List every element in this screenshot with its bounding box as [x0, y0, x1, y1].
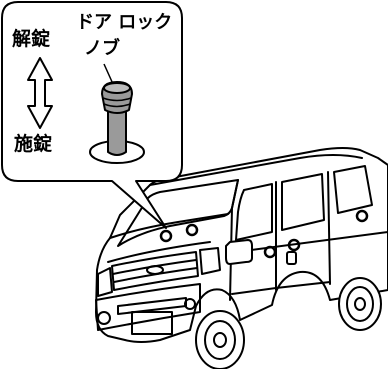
lock-marker-rear-door [355, 209, 369, 223]
knob-shaft [107, 105, 127, 156]
lock-direction-arrow [27, 57, 53, 129]
left-fog-lamp [97, 311, 111, 325]
hood-lower-line [107, 241, 211, 263]
lock-label: 施錠 [14, 133, 53, 155]
side-mirror [225, 239, 253, 265]
left-headlight [97, 267, 113, 297]
front-door-window [235, 183, 273, 241]
callout-bubble [1, 1, 183, 229]
hood-line [109, 213, 229, 239]
knob-rib-1 [102, 97, 132, 102]
unlock-label: 解錠 [12, 28, 51, 50]
rear-wheel-rim [346, 286, 374, 322]
right-headlight [199, 247, 221, 275]
van-roof-line [149, 154, 363, 186]
windshield [117, 179, 239, 247]
rocker-line [231, 281, 331, 295]
lock-marker-front-door [263, 245, 277, 259]
lock-knob-markers [159, 209, 369, 259]
side-trim-line [235, 231, 388, 253]
slide-door-seam [327, 171, 331, 285]
lock-marker-driver [159, 229, 173, 243]
front-bumper [95, 283, 201, 331]
front-door-handle [286, 251, 297, 265]
knob-rib-2 [103, 103, 131, 108]
knob-top [103, 82, 131, 94]
front-wheel [195, 310, 245, 369]
front-wheel-rim [204, 320, 236, 360]
license-plate [131, 311, 173, 335]
rear-quarter-window [333, 165, 373, 214]
lock-marker-passenger [185, 223, 199, 237]
rear-wheel [338, 277, 382, 331]
door-lock-knob [89, 81, 145, 164]
front-wheel-hub [213, 332, 227, 348]
a-pillar [229, 179, 239, 301]
front-grille [111, 251, 199, 291]
van-illustration [95, 147, 388, 369]
knob-label-line2: ノブ [84, 38, 120, 59]
emblem [146, 265, 164, 275]
right-fog-lamp [184, 298, 196, 310]
lock-marker-slide-door [287, 238, 301, 252]
knob-label-line1: ドア ロック [76, 12, 173, 33]
knob-leader-line [103, 63, 114, 85]
rear-wheel-hub [354, 297, 366, 311]
slide-door-window [281, 173, 325, 231]
